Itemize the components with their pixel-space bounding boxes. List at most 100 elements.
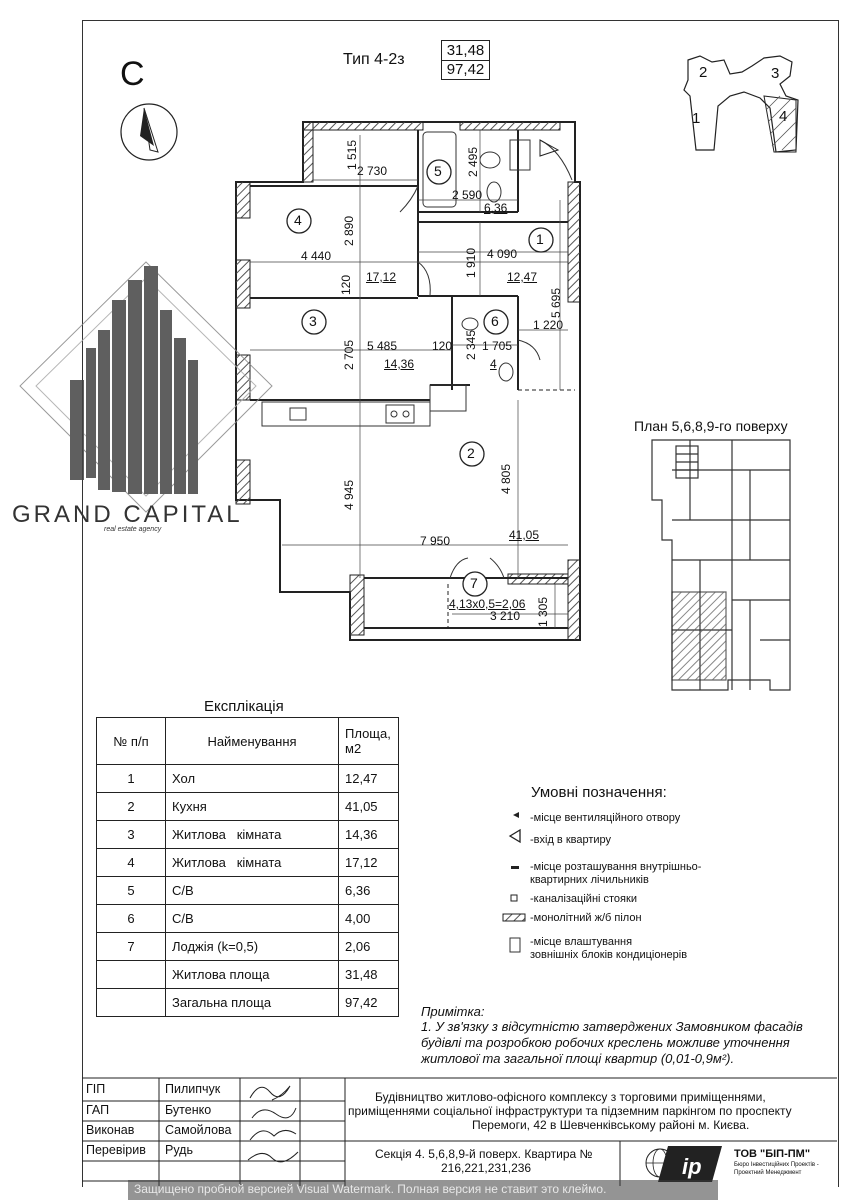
- dim-2890: 2 890: [342, 215, 357, 247]
- note-line-2: будівлі та розробкою робочих креслень мо…: [421, 1035, 790, 1050]
- role-gip: ГІП: [86, 1082, 106, 1096]
- project-line-3: Перемоги, 42 в Шевченківському районі м.…: [472, 1118, 750, 1132]
- row-name: Житлова площа: [165, 960, 339, 989]
- dim-120-a: 120: [339, 274, 354, 296]
- dim-2590: 2 590: [452, 188, 483, 202]
- legend-item-entrance: -вхід в квартиру: [530, 834, 612, 846]
- note-line-3: житлової та загальної площі квартир (0,0…: [421, 1051, 735, 1066]
- room-area-3: 14,36: [384, 357, 415, 371]
- row-name: Загальна площа: [165, 988, 339, 1017]
- total-area-value: 97,42: [446, 61, 485, 78]
- row-num: 7: [96, 932, 166, 961]
- living-area-value: 31,48: [442, 41, 489, 61]
- dim-1220: 1 220: [533, 318, 564, 332]
- dim-1305: 1 305: [536, 596, 551, 628]
- key-plan-number-4: 4: [779, 108, 788, 125]
- floor-plan-label: План 5,6,8,9-го поверху: [634, 418, 788, 434]
- row-name: С/В: [165, 876, 339, 905]
- row-num: 2: [96, 792, 166, 821]
- dim-2345: 2 345: [464, 329, 479, 361]
- dim-1910: 1 910: [464, 247, 479, 279]
- row-name: Кухня: [165, 792, 339, 821]
- row-num: 4: [96, 848, 166, 877]
- header-name: Найменування: [165, 717, 339, 765]
- name-samoylova: Самойлова: [165, 1123, 232, 1137]
- dim-4945: 4 945: [342, 479, 357, 511]
- role-vykonav: Виконав: [86, 1123, 135, 1137]
- legend-item-meter-1: -місце розташування внутрішньо-: [530, 861, 702, 873]
- row-area: 41,05: [338, 792, 399, 821]
- legend-item-pylon: -монолітний ж/б пілон: [530, 912, 642, 924]
- section-line-1: Секція 4. 5,6,8,9-й поверх. Квартира №: [375, 1147, 593, 1161]
- section-letter: C: [120, 55, 145, 93]
- row-area: 12,47: [338, 764, 399, 793]
- row-area: 31,48: [338, 960, 399, 989]
- row-num: 1: [96, 764, 166, 793]
- company-name: ТОВ "БІП-ПМ": [734, 1148, 811, 1160]
- key-plan-number-2: 2: [699, 64, 708, 81]
- header-area: Площа, м2: [338, 717, 399, 765]
- company-sub-2: Проектний Менеджмент: [734, 1170, 802, 1176]
- row-name: Лоджія (k=0,5): [165, 932, 339, 961]
- legend-item-ac-2: зовнішніх блоків кондиціонерів: [530, 949, 688, 961]
- room-area-5: 6,36: [484, 201, 508, 215]
- key-plan-number-3: 3: [771, 65, 780, 82]
- row-area: 97,42: [338, 988, 399, 1017]
- row-name: С/В: [165, 904, 339, 933]
- project-line-1: Будівництво житлово-офісного комплексу з…: [375, 1090, 766, 1104]
- legend-item-meter-2: квартирних лічильників: [530, 874, 649, 886]
- row-name: Житлова кімната: [165, 820, 339, 849]
- footer-watermark: [128, 1180, 718, 1200]
- dim-2705: 2 705: [342, 339, 357, 371]
- area-box: 31,48 97,42: [441, 40, 490, 80]
- dim-3210: 3 210: [490, 609, 521, 623]
- legend-item-vent: -місце вентиляційного отвору: [530, 812, 681, 824]
- row-area: 14,36: [338, 820, 399, 849]
- name-rud: Рудь: [165, 1143, 193, 1157]
- legend-item-ac-1: -місце влаштування: [530, 936, 633, 948]
- room-number-7: 7: [470, 575, 478, 591]
- dim-120-b: 120: [432, 339, 453, 353]
- row-num: 5: [96, 876, 166, 905]
- room-area-2: 41,05: [509, 528, 540, 542]
- dim-2730: 2 730: [357, 164, 388, 178]
- row-area: 6,36: [338, 876, 399, 905]
- room-number-2: 2: [467, 445, 475, 461]
- dim-4440: 4 440: [301, 249, 332, 263]
- section-line-2: 216,221,231,236: [441, 1161, 532, 1175]
- room-area-1: 12,47: [507, 270, 538, 284]
- dim-2495: 2 495: [466, 146, 481, 178]
- room-number-4: 4: [294, 212, 302, 228]
- type-label: Тип 4-2з: [343, 51, 405, 68]
- room-number-5: 5: [434, 163, 442, 179]
- name-pylypchuk: Пилипчук: [165, 1082, 221, 1096]
- dim-4090: 4 090: [487, 247, 518, 261]
- row-num: 6: [96, 904, 166, 933]
- dim-7950: 7 950: [420, 534, 451, 548]
- room-number-6: 6: [491, 313, 499, 329]
- dim-5695: 5 695: [549, 287, 564, 319]
- row-num: 3: [96, 820, 166, 849]
- row-num: [96, 960, 166, 989]
- row-name: Хол: [165, 764, 339, 793]
- footer-watermark-text: Защищено пробной версией Visual Watermar…: [134, 1182, 607, 1196]
- key-plan-number-1: 1: [692, 110, 701, 127]
- row-num: [96, 988, 166, 1017]
- room-number-3: 3: [309, 313, 317, 329]
- row-area: 17,12: [338, 848, 399, 877]
- sheet-frame: [82, 20, 839, 1187]
- legend-item-sewer: -каналізаційні стояки: [530, 893, 637, 905]
- room-area-7: 4,13x0,5=2,06: [449, 597, 526, 611]
- header-num: № п/п: [96, 717, 166, 765]
- room-area-4: 17,12: [366, 270, 397, 284]
